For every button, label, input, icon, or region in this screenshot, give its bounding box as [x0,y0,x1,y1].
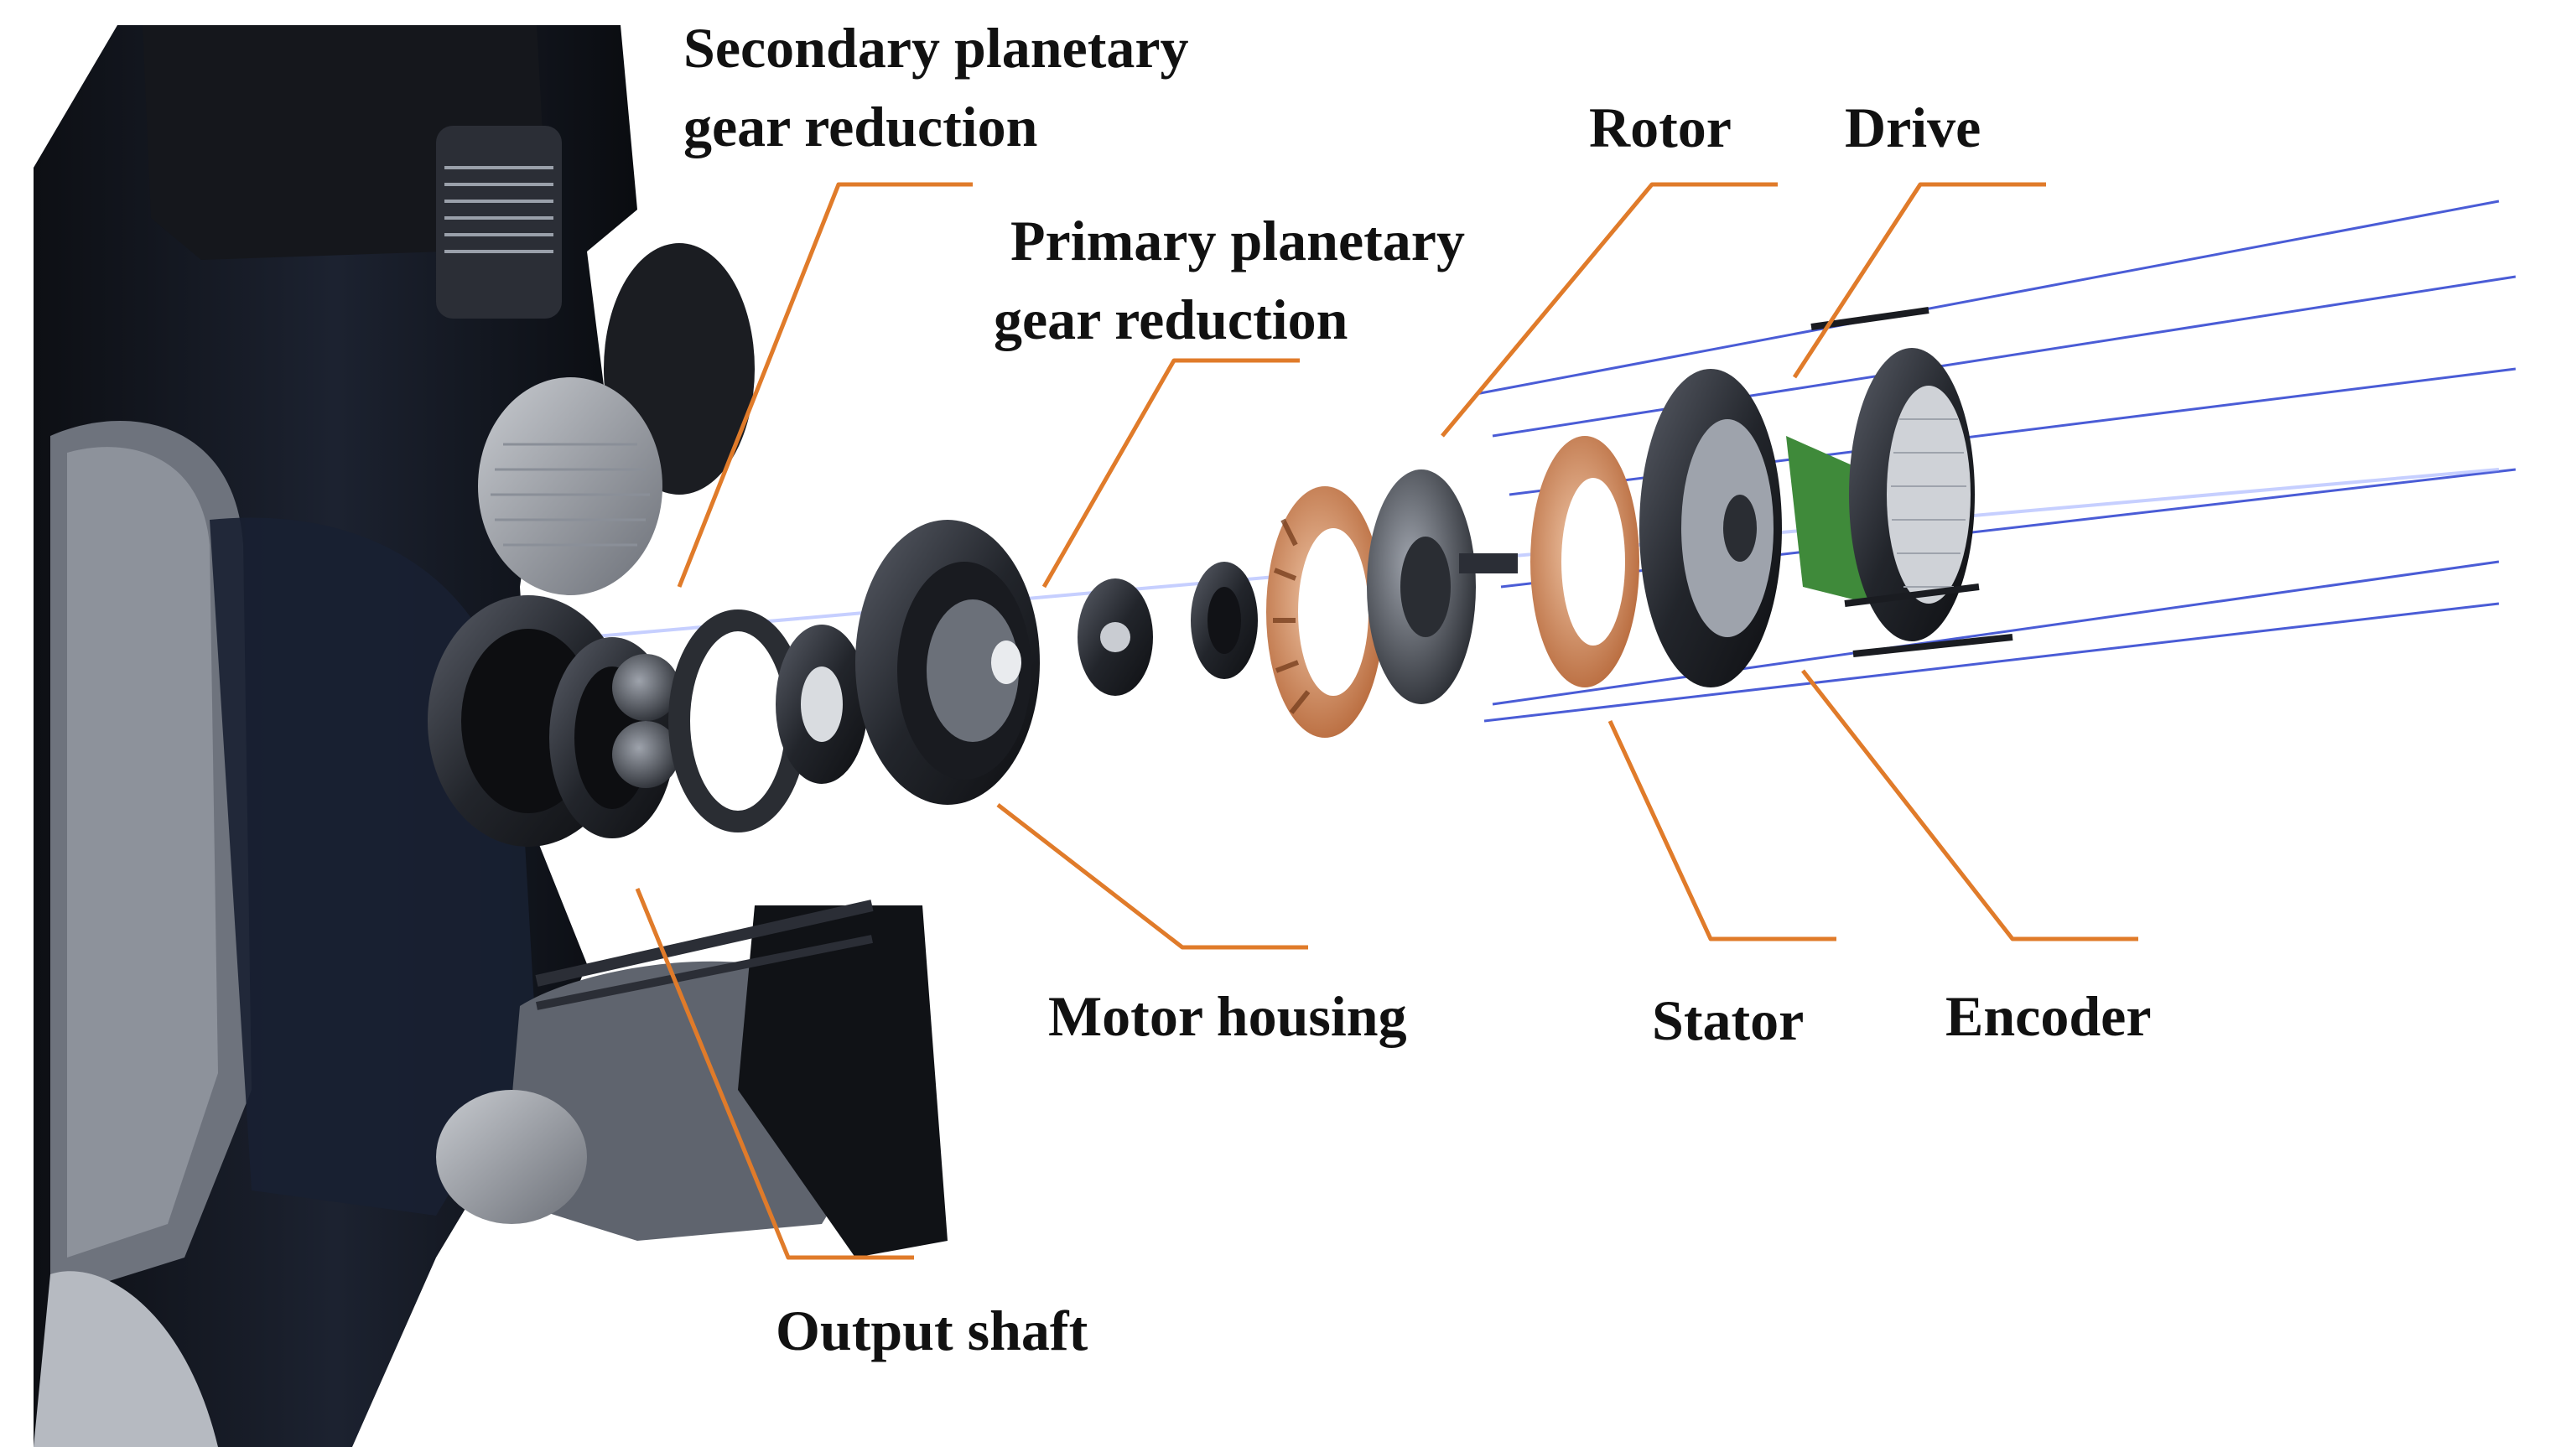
stator-ring-2 [1530,436,1639,687]
leader-stator [1607,719,1836,941]
label-rotor: Rotor [1589,96,1732,159]
drive-part [1639,369,1870,687]
primary-planetary [1078,562,1258,696]
label-primary-line2: gear reduction [994,288,1348,351]
label-drive: Drive [1845,96,1981,159]
leader-output-shaft [635,888,914,1260]
label-primary-line1: Primary planetary [1010,209,1465,272]
motor-housing-part [855,520,1040,805]
label-stator: Stator [1652,988,1805,1052]
encoder-part [1810,307,2013,657]
rotor-part [1367,469,1518,704]
label-secondary-line1: Secondary planetary [683,16,1189,80]
leader-primary [1041,358,1300,589]
label-secondary-planetary: Secondary planetary gear reduction [683,8,1189,166]
label-motor-housing: Motor housing [1048,984,1407,1048]
label-secondary-line2: gear reduction [683,95,1038,158]
label-output-shaft: Output shaft [776,1299,1088,1362]
leader-motor-housing [996,803,1308,950]
label-encoder: Encoder [1945,984,2152,1048]
leader-encoder [1801,669,2138,941]
label-primary-planetary: Primary planetary gear reduction [994,201,1465,359]
leader-drive [1792,182,2046,379]
secondary-planetary [428,595,868,847]
leader-secondary [677,182,973,588]
leader-rotor [1441,182,1778,438]
stator-part [1266,486,1384,738]
